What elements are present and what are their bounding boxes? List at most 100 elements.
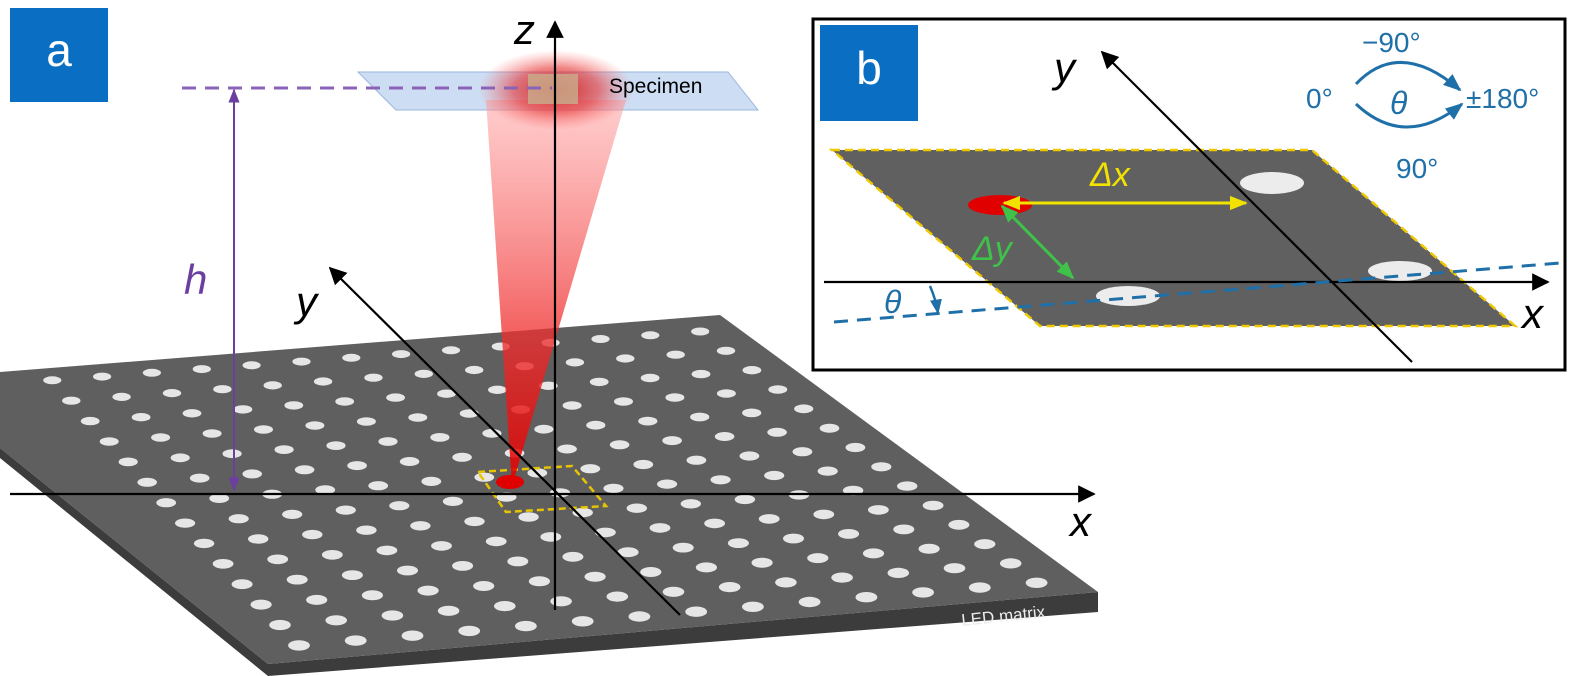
led-dot	[868, 505, 889, 515]
led-dot	[871, 462, 892, 472]
led-dot	[488, 385, 507, 394]
led-dot	[775, 577, 797, 588]
led-dot	[716, 346, 736, 355]
led-dot	[162, 389, 182, 398]
led-dot	[591, 335, 610, 343]
dial-arc-top	[1354, 61, 1462, 92]
led-dot	[633, 459, 654, 470]
led-dot	[845, 442, 866, 453]
led-dot	[838, 529, 860, 539]
specimen-label: Specimen	[609, 75, 702, 98]
led-dot	[386, 393, 405, 402]
led-dot	[254, 425, 273, 434]
led-ellipse-1	[1240, 172, 1304, 194]
led-dot	[112, 392, 131, 401]
led-dot	[306, 594, 328, 605]
led-ellipse-3	[1368, 261, 1432, 281]
led-dot	[714, 432, 735, 441]
led-dot	[209, 493, 230, 503]
led-dot	[704, 518, 725, 529]
led-matrix-top	[0, 315, 1098, 664]
led-dot	[1025, 577, 1048, 588]
led-dot	[718, 582, 741, 593]
active-led	[496, 475, 524, 489]
led-dot	[242, 361, 261, 370]
led-dot	[534, 424, 554, 434]
led-dot	[274, 445, 294, 454]
dy-label: Δy	[971, 230, 1014, 268]
led-dot	[507, 556, 529, 567]
y-axis	[328, 266, 681, 616]
led-dot	[452, 561, 474, 571]
led-dot	[464, 516, 485, 527]
led-dot	[437, 605, 460, 616]
led-dot	[571, 616, 594, 627]
led-dot	[458, 625, 481, 637]
led-dot	[361, 590, 383, 601]
led-dot	[80, 416, 100, 426]
led-dot	[685, 606, 708, 617]
led-dot	[768, 385, 788, 394]
led-dot	[603, 483, 624, 493]
led-dot	[202, 429, 222, 438]
led-dot	[662, 586, 685, 597]
led-dot	[672, 542, 694, 553]
led-dot	[368, 481, 389, 491]
led-dot	[485, 536, 507, 547]
led-dot	[182, 409, 202, 418]
led-dot	[242, 469, 262, 479]
led-dot	[356, 417, 376, 426]
led-dot	[662, 436, 682, 446]
led-dot	[589, 377, 609, 387]
z-axis-label: z	[513, 6, 535, 53]
led-dot	[518, 512, 539, 522]
led-dot	[695, 562, 718, 573]
led-dots	[43, 327, 1048, 651]
led-dot	[792, 447, 813, 457]
led-dot	[193, 538, 215, 549]
led-dot	[344, 635, 367, 646]
x-axis-label: x	[1068, 498, 1093, 545]
led-dot	[751, 557, 773, 568]
led-dot	[452, 452, 472, 462]
led-dot	[538, 381, 558, 390]
panel-b-x-axis-label: x	[1520, 290, 1545, 337]
led-dot	[742, 601, 764, 612]
led-dot	[855, 592, 878, 603]
led-dot	[156, 498, 177, 508]
led-dot	[326, 441, 346, 450]
led-dot	[948, 519, 970, 530]
height-label: h	[184, 256, 207, 303]
led-dot	[347, 461, 367, 471]
led-dot	[473, 581, 495, 591]
led-dot	[813, 509, 835, 520]
led-dot	[364, 373, 383, 382]
panel-b-badge	[820, 25, 918, 121]
led-dot	[228, 514, 249, 524]
led-dot	[686, 455, 707, 465]
led-dot	[817, 466, 838, 476]
led-dot	[408, 413, 428, 422]
led-dot	[321, 550, 343, 560]
led-dot	[431, 541, 452, 551]
led-dot	[716, 389, 736, 398]
led-dot	[302, 529, 323, 540]
led-dot	[401, 630, 424, 641]
led-dot	[609, 440, 630, 450]
led-dot	[691, 327, 710, 336]
dx-label: Δx	[1089, 156, 1131, 194]
led-dot	[474, 472, 495, 482]
led-dot	[649, 523, 671, 533]
led-dot	[118, 457, 138, 467]
led-dot	[862, 548, 885, 559]
led-dot	[356, 525, 377, 535]
panel-b-y-axis-label: y	[1051, 44, 1078, 91]
led-dot	[267, 554, 289, 565]
led-dot	[222, 449, 242, 459]
led-dot	[305, 421, 325, 430]
led-dot	[313, 377, 333, 386]
led-dot	[614, 397, 633, 406]
led-dot	[442, 496, 463, 506]
led-dot	[248, 534, 269, 544]
